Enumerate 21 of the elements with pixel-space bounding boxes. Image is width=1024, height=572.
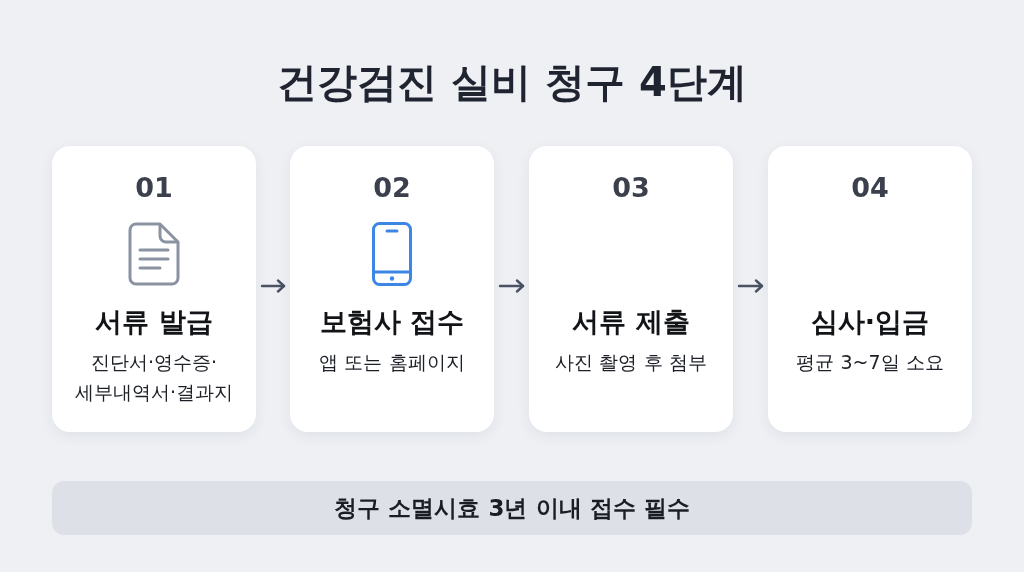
title: 건강검진 실비 청구 4단계 bbox=[277, 59, 747, 105]
arrow bbox=[737, 279, 764, 293]
step-card bbox=[529, 146, 733, 432]
arrow bbox=[498, 279, 525, 293]
step-number: 03 bbox=[612, 171, 650, 205]
step-number: 04 bbox=[851, 171, 889, 205]
step-card bbox=[52, 146, 256, 432]
step-description: 사진 촬영 후 첨부 bbox=[555, 350, 707, 375]
step-card bbox=[768, 146, 972, 432]
step-description: 평균 3~7일 소요 bbox=[796, 350, 944, 375]
step-title: 심사·입금 bbox=[810, 305, 930, 339]
step-title: 서류 제출 bbox=[572, 305, 690, 339]
step-title: 서류 발급 bbox=[95, 305, 213, 339]
arrow bbox=[260, 279, 286, 293]
step-number: 02 bbox=[373, 171, 411, 205]
step-number: 01 bbox=[135, 171, 173, 205]
step-card bbox=[290, 146, 494, 432]
step-title: 보험사 접수 bbox=[319, 305, 465, 339]
notice-text: 청구 소멸시효 3년 이내 접수 필수 bbox=[334, 494, 690, 523]
step-description: 앱 또는 홈페이지 bbox=[319, 350, 465, 375]
step-description: 진단서·영수증· 세부내역서·결과지 bbox=[73, 350, 234, 405]
